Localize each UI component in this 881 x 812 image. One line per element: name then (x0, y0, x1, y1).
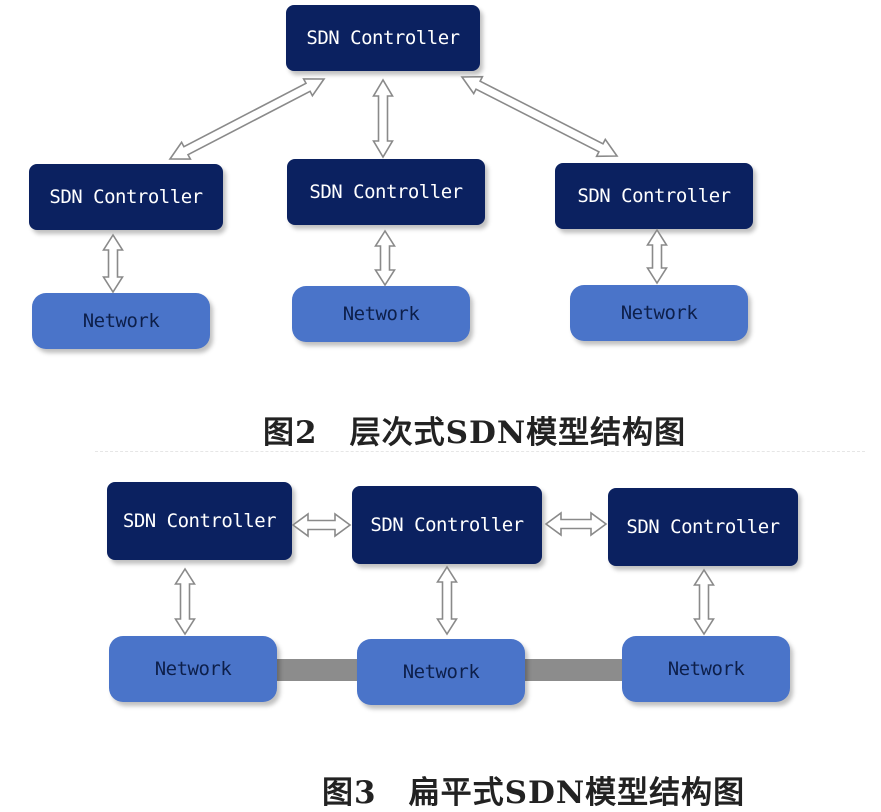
flat-network-left: Network (109, 636, 277, 702)
network-right: Network (570, 285, 748, 341)
arrow-top-to-left-controller (168, 78, 326, 160)
network-link-bar-left (275, 659, 361, 681)
flat-sdn-controller-right: SDN Controller (608, 488, 798, 566)
arrow-flat-right-controller-to-network (693, 568, 715, 636)
arrow-flat-middle-to-right-controller (544, 511, 608, 537)
flat-network-right: Network (622, 636, 790, 702)
arrow-flat-middle-controller-to-network (436, 565, 458, 636)
top-sdn-controller: SDN Controller (286, 5, 480, 71)
arrow-right-controller-to-network (646, 228, 668, 285)
figure-2-caption: 图2 层次式SDN模型结构图 (263, 415, 687, 451)
flat-sdn-controller-middle: SDN Controller (352, 486, 542, 564)
sdn-controller-middle: SDN Controller (287, 159, 485, 225)
arrow-top-to-right-controller (460, 75, 619, 158)
arrow-flat-left-controller-to-network (174, 567, 196, 636)
network-link-bar-right (523, 659, 625, 681)
sdn-controller-left: SDN Controller (29, 164, 223, 230)
flat-sdn-controller-left: SDN Controller (107, 482, 292, 560)
arrow-middle-controller-to-network (374, 229, 396, 287)
arrow-top-to-middle-controller (372, 78, 394, 159)
flat-network-middle: Network (357, 639, 525, 705)
network-middle: Network (292, 286, 470, 342)
section-divider (95, 451, 865, 452)
arrow-flat-left-to-middle-controller (291, 512, 352, 538)
sdn-controller-right: SDN Controller (555, 163, 753, 229)
arrow-left-controller-to-network (102, 233, 124, 294)
network-left: Network (32, 293, 210, 349)
